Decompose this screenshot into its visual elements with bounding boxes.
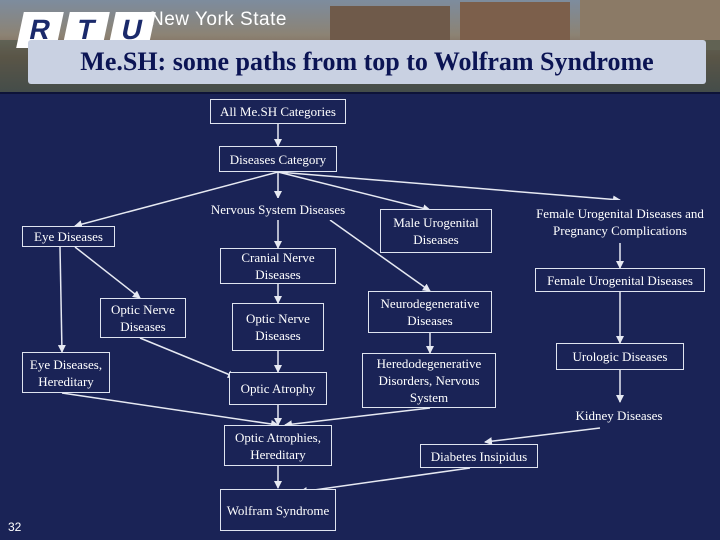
node-label: Cranial Nerve Diseases [241, 250, 315, 282]
node-label: Nervous System Diseases [210, 201, 346, 217]
node-label: Optic Nerve Diseases [111, 302, 175, 334]
node-eye-diseases: Eye Diseases [22, 226, 115, 247]
edge-diseases-to-female-preg [277, 171, 621, 204]
edge-optic-left-to-atrophy [139, 337, 236, 379]
node-optic-atrophy: Optic Atrophy [229, 372, 327, 405]
node-label: Optic Atrophies, Hereditary [235, 429, 321, 462]
edge-eye-to-optic-left [74, 246, 141, 299]
node-diseases-category: Diseases Category [219, 146, 337, 172]
node-label: Diabetes Insipidus [430, 448, 528, 464]
node-label: Eye Diseases, Hereditary [29, 356, 103, 389]
node-optic-atrophies-hereditary: Optic Atrophies, Hereditary [224, 425, 332, 466]
node-male-urogenital-diseases: Male Urogenital Diseases [380, 209, 492, 253]
node-heredodegenerative-disorders: Heredodegenerative Disorders, Nervous Sy… [362, 353, 496, 408]
node-neurodegenerative-diseases: Neurodegenerative Diseases [368, 291, 492, 333]
header-divider [0, 92, 720, 94]
header-banner: R T U New York State Me.SH: some paths f… [0, 0, 720, 92]
slide-number: 32 [8, 520, 22, 534]
state-label: New York State [150, 9, 287, 30]
node-label: Female Urogenital Diseases and Pregnancy… [536, 205, 704, 238]
node-kidney-diseases: Kidney Diseases [566, 404, 672, 426]
node-label: Female Urogenital Diseases [547, 272, 693, 288]
node-label: Male Urogenital Diseases [393, 215, 479, 247]
edge-diseases-to-eye [74, 171, 279, 229]
edge-nervous-to-neurodegenerative [329, 219, 431, 292]
node-urologic-diseases: Urologic Diseases [556, 343, 684, 370]
node-label: Diseases Category [229, 151, 327, 167]
node-label: Wolfram Syndrome [226, 502, 330, 518]
node-label: All Me.SH Categories [220, 104, 336, 119]
slide-title: Me.SH: some paths from top to Wolfram Sy… [80, 47, 654, 76]
edge-kidney-to-diabetes [484, 427, 601, 446]
building-image [330, 6, 450, 46]
node-female-urogenital-pregnancy: Female Urogenital Diseases and Pregnancy… [530, 200, 710, 243]
edge-eye-hered-to-atrophies [61, 392, 279, 428]
node-label: Neurodegenerative Diseases [380, 296, 480, 328]
node-optic-nerve-diseases-left: Optic Nerve Diseases [100, 298, 186, 338]
node-diabetes-insipidus: Diabetes Insipidus [420, 444, 538, 468]
node-optic-nerve-diseases-center: Optic Nerve Diseases [232, 303, 324, 351]
edge-eye-to-eye-hereditary [57, 246, 66, 353]
edge-hered-to-atrophies [284, 407, 431, 429]
node-female-urogenital-diseases: Female Urogenital Diseases [535, 268, 705, 292]
edge-diabetes-to-wolfram [299, 467, 471, 495]
node-nervous-system-diseases: Nervous System Diseases [198, 198, 358, 220]
node-eye-diseases-hereditary: Eye Diseases, Hereditary [22, 352, 110, 393]
edge-diseases-to-male [277, 171, 431, 213]
title-bar: Me.SH: some paths from top to Wolfram Sy… [28, 40, 706, 84]
node-label: Heredodegenerative Disorders, Nervous Sy… [376, 356, 482, 405]
node-label: Optic Atrophy [240, 381, 316, 396]
node-label: Kidney Diseases [575, 407, 663, 423]
node-all-mesh-categories: All Me.SH Categories [210, 99, 346, 124]
node-label: Urologic Diseases [572, 349, 668, 364]
node-cranial-nerve-diseases: Cranial Nerve Diseases [220, 248, 336, 284]
node-label: Optic Nerve Diseases [246, 311, 310, 343]
node-wolfram-syndrome: Wolfram Syndrome [220, 489, 336, 531]
node-label: Eye Diseases [34, 229, 103, 244]
